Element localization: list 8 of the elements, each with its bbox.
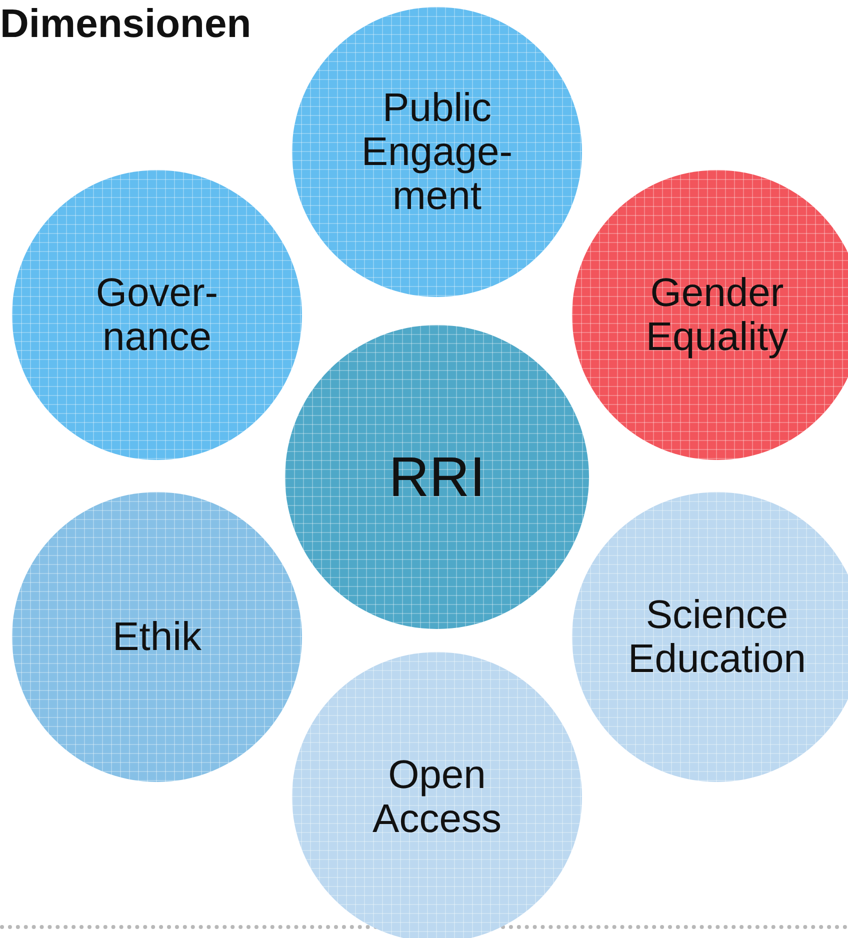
- title: Dimensionen: [0, 2, 252, 47]
- circle-label: Ethik: [112, 615, 202, 659]
- circle-label: Gover- nance: [94, 271, 220, 359]
- circle-label: Open Access: [372, 753, 502, 841]
- circle-label: Science Education: [627, 593, 807, 681]
- circle-label: RRI: [388, 446, 486, 508]
- circle-label: Public Engage- ment: [360, 86, 514, 218]
- circle-label: Gender Equality: [644, 271, 790, 359]
